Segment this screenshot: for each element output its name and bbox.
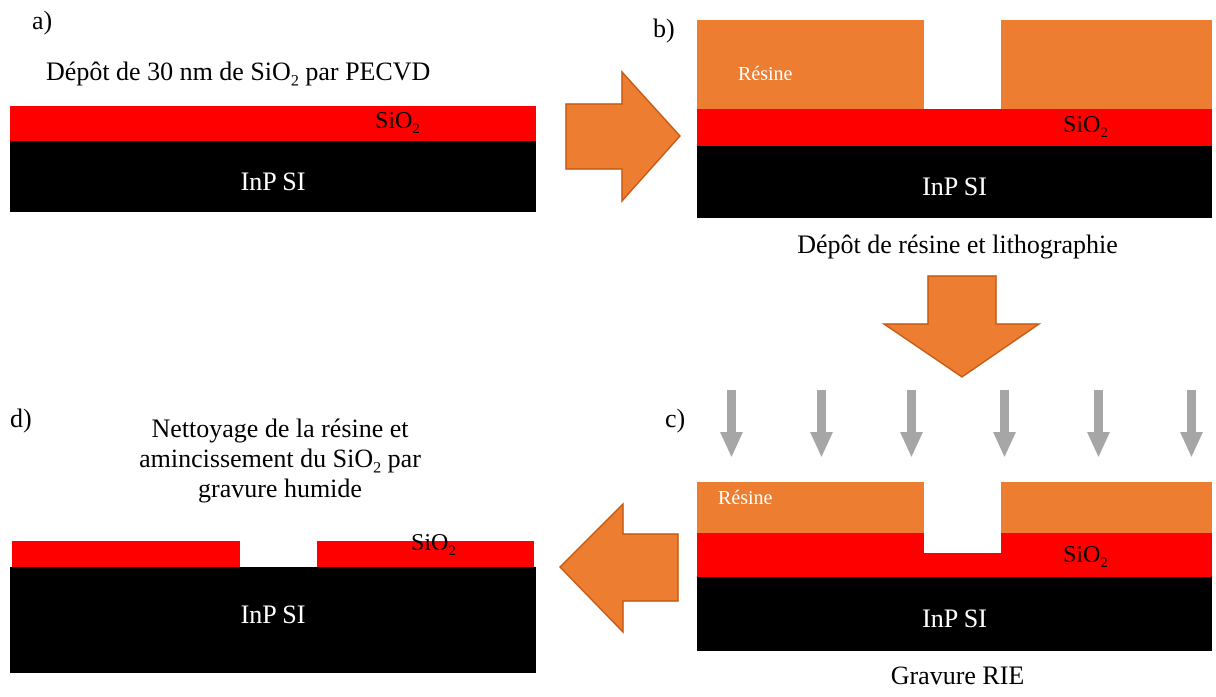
etch-arrow-5: [1087, 390, 1110, 457]
resin-label: Résine: [718, 487, 773, 509]
sio2-left: [697, 533, 924, 578]
sio2-left: [12, 541, 240, 568]
substrate-label: InP SI: [240, 167, 306, 196]
sio2-etched-recess: [924, 553, 1001, 578]
panel-c-caption: Gravure RIE: [890, 661, 1025, 690]
panel-d-label: d): [10, 404, 32, 433]
process-arrow-right: [565, 70, 682, 203]
inp-substrate: [10, 141, 536, 212]
resin-block-left: [697, 482, 924, 534]
sio2-right: [1001, 533, 1212, 578]
panel-d-caption: Nettoyage de la résine et amincissement …: [139, 414, 421, 503]
panel-a-label: a): [32, 6, 53, 35]
etch-arrow-2: [810, 390, 833, 457]
etch-arrow-1: [720, 390, 743, 457]
sio2-label: SiO2: [375, 108, 420, 138]
process-arrow-down: [881, 275, 1042, 378]
sio2-layer: [10, 106, 536, 142]
panel-b-label: b): [653, 14, 675, 43]
inp-substrate: [10, 567, 536, 673]
sio2-right: [317, 541, 534, 568]
resin-block-right: [1001, 482, 1212, 534]
inp-substrate: [697, 577, 1212, 651]
panel-c-label: c): [665, 404, 686, 433]
substrate-label: InP SI: [922, 604, 987, 633]
etch-arrow-3: [900, 390, 923, 457]
substrate-label: InP SI: [240, 600, 306, 629]
inp-substrate: [697, 146, 1212, 218]
sio2-label: SiO2: [1063, 112, 1108, 142]
sio2-label: SiO2: [411, 530, 456, 560]
resin-block-left: [697, 20, 924, 110]
resin-label: Résine: [738, 63, 793, 85]
resin-block-right: [1001, 20, 1212, 110]
panel-b-caption: Dépôt de résine et lithographie: [797, 230, 1118, 259]
sio2-label: SiO2: [1063, 542, 1108, 572]
etch-arrow-6: [1180, 390, 1203, 457]
etch-arrow-4: [993, 390, 1016, 457]
sio2-layer: [697, 109, 1212, 147]
process-arrow-left: [558, 502, 679, 634]
substrate-label: InP SI: [922, 172, 987, 201]
panel-a-caption: Dépôt de 30 nm de SiO2 par PECVD: [46, 57, 431, 90]
